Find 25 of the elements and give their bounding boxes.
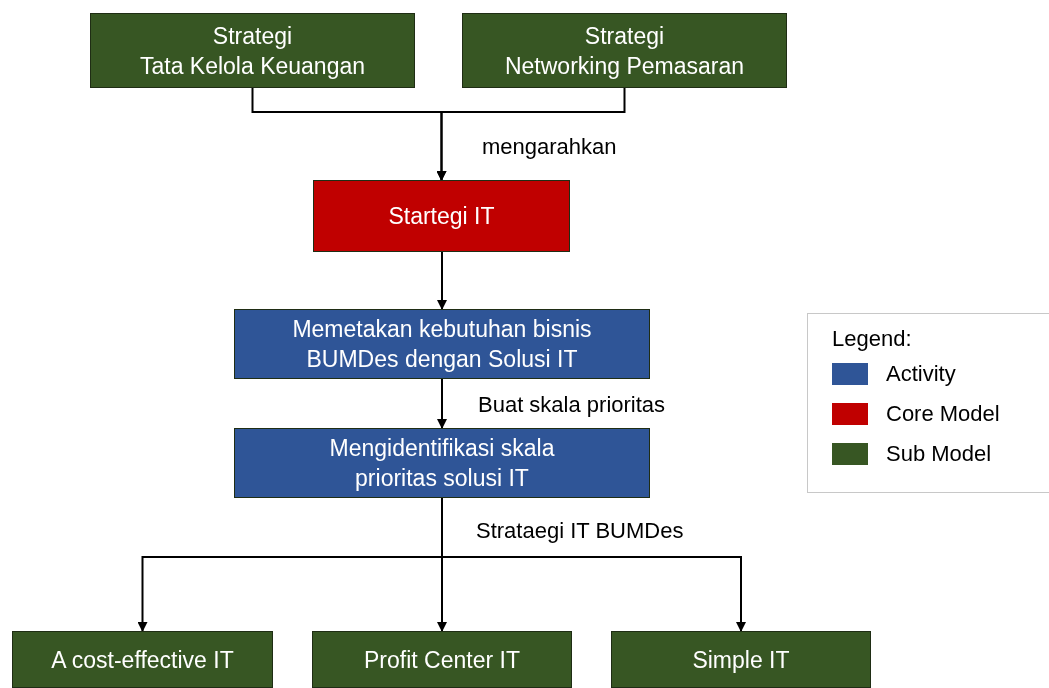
- node-text: A cost-effective IT: [51, 645, 234, 675]
- node-text: Memetakan kebutuhan bisnis BUMDes dengan Solusi IT: [291, 315, 593, 374]
- core-model-box: [313, 180, 570, 252]
- sub-model-box: [611, 631, 871, 688]
- node-text: Tata Kelola Keuangan: [139, 51, 366, 81]
- node-text: Startegi IT: [388, 202, 495, 231]
- sub-model-box: [312, 631, 572, 688]
- legend-title: Legend:: [832, 325, 913, 353]
- connector-arrow: [437, 378, 447, 429]
- legend-text: Sub Model: [886, 440, 992, 468]
- sub-model-box: [462, 13, 787, 88]
- connector-arrow: [437, 251, 447, 310]
- activity-box: [234, 309, 650, 379]
- node-text: Simple IT: [692, 645, 790, 675]
- node-text: Strategi: [584, 21, 665, 51]
- legend-text: Core Model: [886, 400, 1000, 428]
- node-text: Profit Center IT: [364, 645, 520, 675]
- sub-model-box: [90, 13, 415, 88]
- node-text: Mengidentifikasi skala prioritas solusi IT: [328, 434, 556, 493]
- node-text: Strategi: [212, 21, 293, 51]
- sub-model-box: [12, 631, 273, 688]
- node-text: Networking Pemasaran: [504, 51, 745, 81]
- activity-box: [234, 428, 650, 498]
- connector-arrow: [436, 87, 626, 181]
- legend-text: Activity: [886, 360, 956, 388]
